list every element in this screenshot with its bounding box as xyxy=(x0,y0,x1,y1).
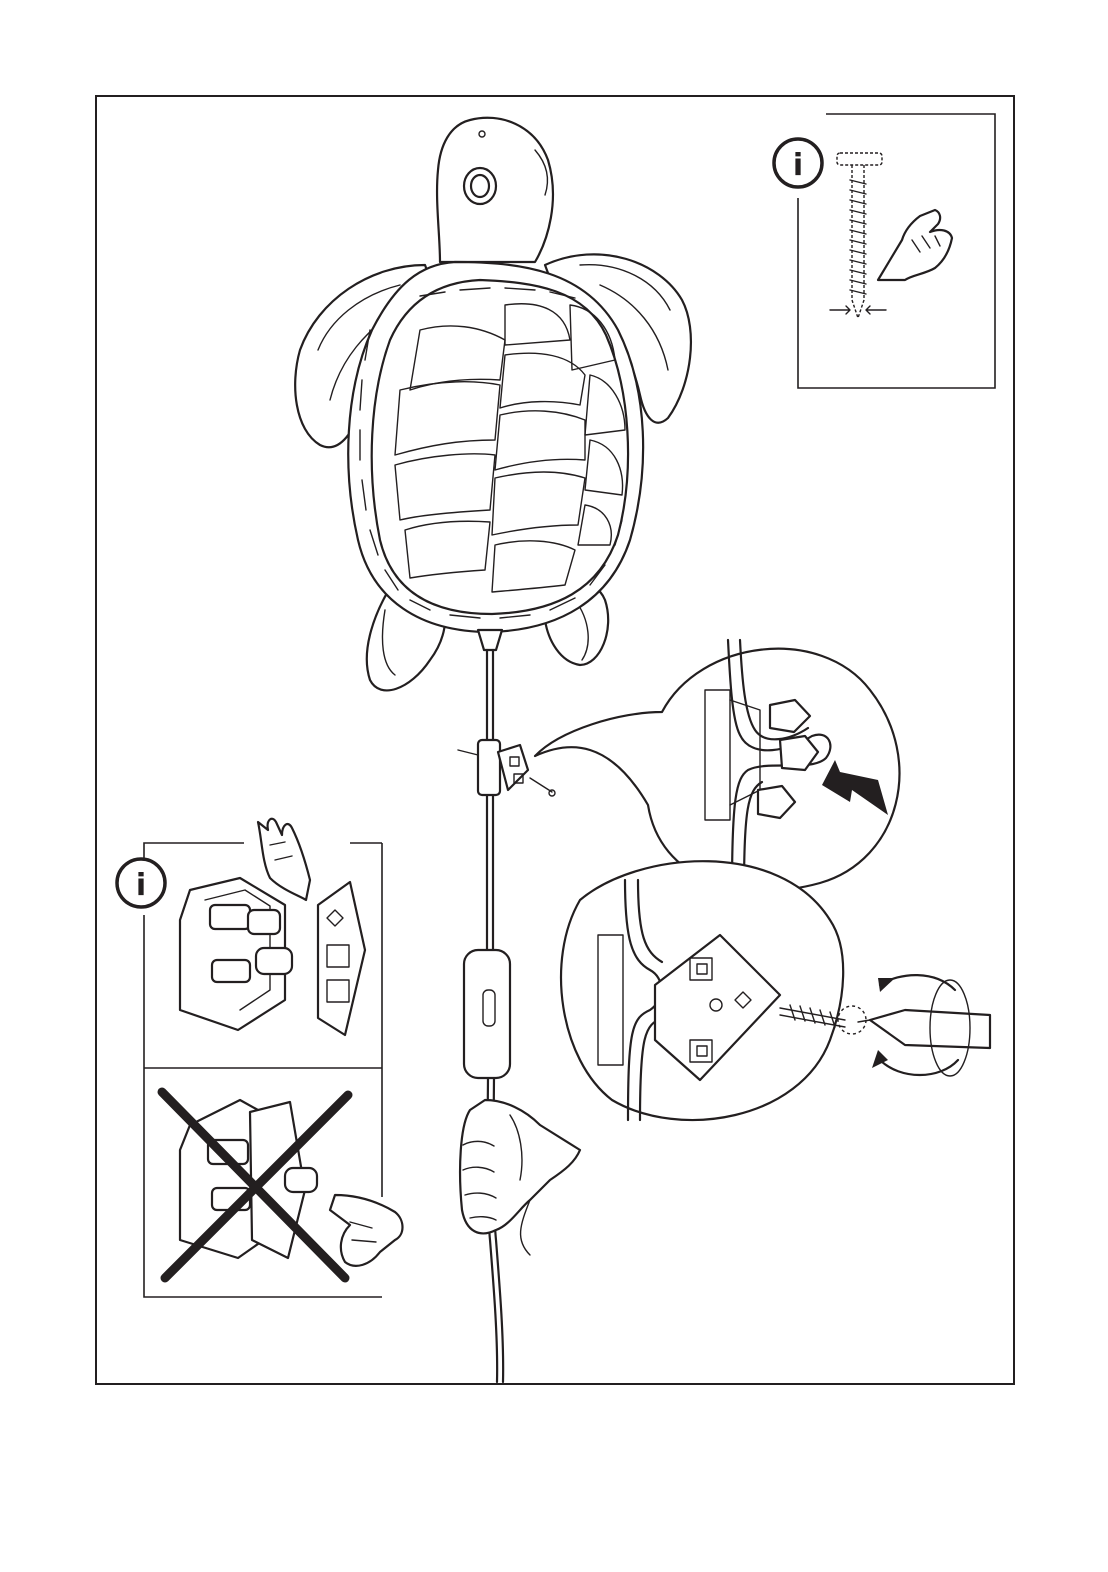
detail-circle-cord-insert xyxy=(535,640,899,891)
clip-incorrect-assembly xyxy=(162,1092,403,1278)
screw-icon xyxy=(830,153,886,318)
info-panel-top-right: i xyxy=(774,114,995,388)
inline-switch xyxy=(464,950,510,1078)
turtle-eye xyxy=(464,168,496,204)
turtle-shell xyxy=(348,262,643,632)
info-icon-glyph: i xyxy=(136,868,146,903)
cord-clip-small xyxy=(458,740,555,796)
info-icon-glyph: i xyxy=(793,148,803,183)
turtle-cord-entry xyxy=(478,630,502,650)
turtle-lamp xyxy=(295,118,691,691)
hand-holding-cord xyxy=(460,1100,580,1255)
pointing-hand-icon xyxy=(258,819,310,900)
clip-correct-assembly xyxy=(180,819,365,1035)
info-panel-left: i xyxy=(117,819,403,1297)
detail-circle-screw-fix xyxy=(561,861,990,1120)
